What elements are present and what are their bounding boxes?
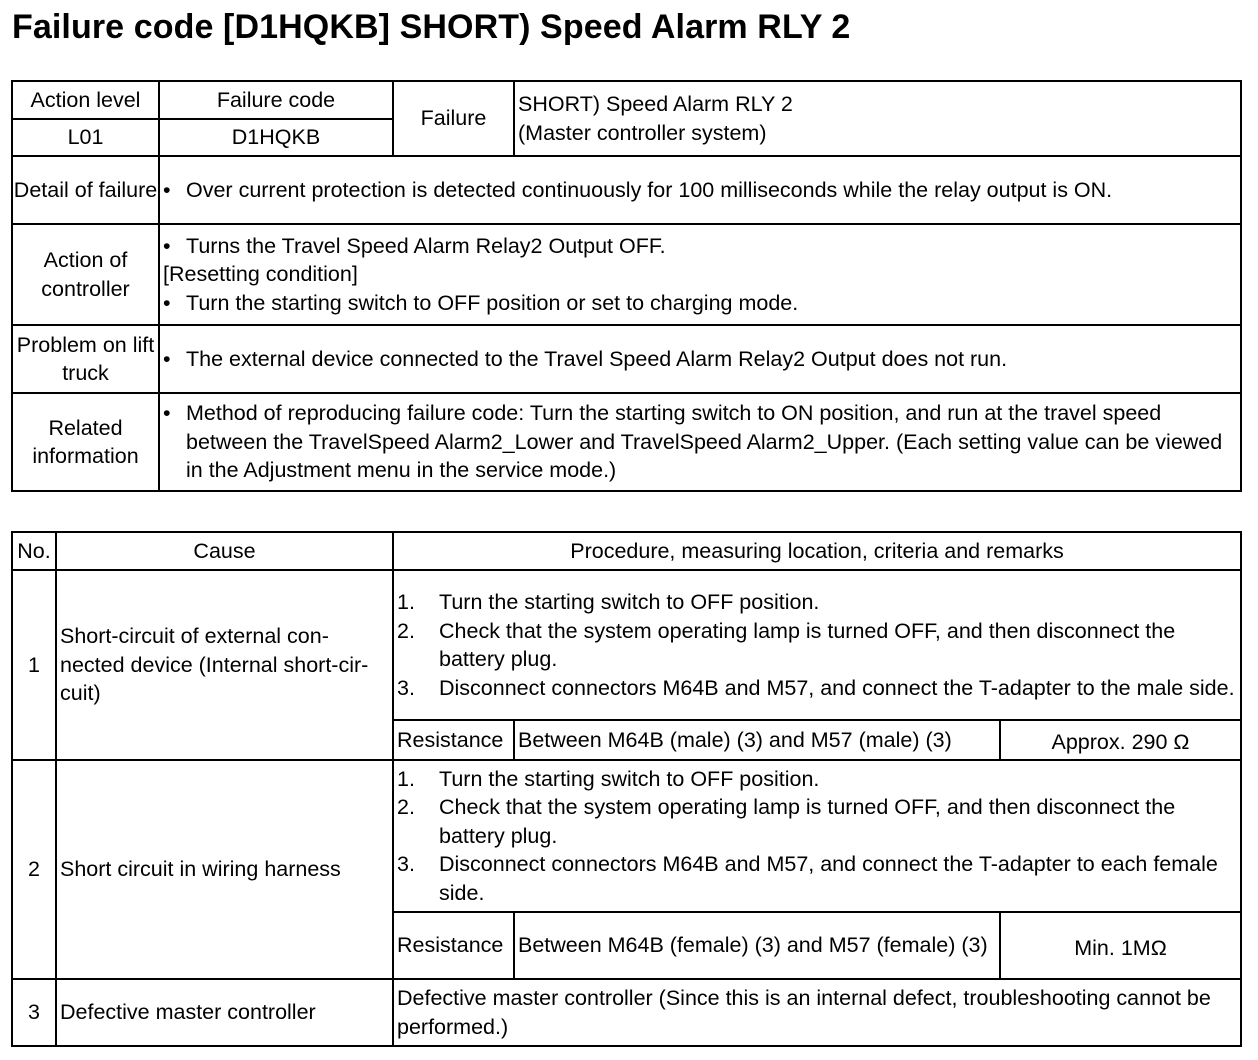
bullet: • [163,177,171,202]
header-cause: Cause [55,531,394,571]
failure-info-table: Action level Failure code Failure SHORT)… [11,80,1242,492]
cause-no: 1 [11,569,57,761]
measure-value: Min. 1MΩ [999,911,1242,980]
action-of-controller-label: Action of controller [11,223,160,326]
header-no: No. [11,531,57,571]
bullet: • [163,290,171,315]
measure-location: Between M64B (male) (3) and M57 (male) (… [513,719,1001,761]
measure-location: Between M64B (female) (3) and M57 (femal… [513,911,1001,980]
detail-of-failure-label: Detail of failure [11,155,160,225]
procedure-steps: 1. Turn the starting switch to OFF posit… [392,759,1242,913]
detail-of-failure-cell: • Over current protection is detected co… [158,155,1242,225]
procedure-step: 1. Turn the starting switch to OFF posit… [397,590,820,614]
cause-text: Defective master controller [55,978,394,1047]
action-of-controller-cell: • Turns the Travel Speed Alarm Relay2 Ou… [158,223,1242,326]
cause-no: 2 [11,759,57,980]
bullet: • [163,233,171,258]
procedure-step: 3. Disconnect connectors M64B and M57, a… [397,852,1218,905]
bullet: • [163,346,171,371]
measure-value: Approx. 290 Ω [999,719,1242,761]
page-title: Failure code [D1HQKB] SHORT) Speed Alarm… [12,8,851,46]
procedure-step: 2. Check that the system operating lamp … [397,618,1176,672]
cause-no: 3 [11,978,57,1047]
bullet: • [163,401,171,426]
detail-of-failure-text: Over current protection is detected cont… [186,177,1113,202]
problem-on-lift-truck-text: The external device connected to the Tra… [186,346,1008,371]
action-level-value: L01 [11,118,160,157]
procedure-step: 2. Check that the system operating lamp … [397,795,1176,848]
procedure-steps: 1. Turn the starting switch to OFF posit… [392,569,1242,721]
procedure-step: 1. Turn the starting switch to OFF posit… [397,766,820,791]
action-item-2: Turn the starting switch to OFF position… [186,290,799,315]
failure-name-line1: SHORT) Speed Alarm RLY 2 [518,92,793,116]
problem-on-lift-truck-cell: • The external device connected to the T… [158,324,1242,394]
failure-label: Failure [392,80,515,157]
cause-text: Short-circuit of external con-nected dev… [55,569,394,761]
problem-on-lift-truck-label: Problem on lift truck [11,324,160,394]
failure-code-value: D1HQKB [158,118,394,157]
procedure-remark: Defective master controller (Since this … [392,978,1242,1047]
measure-label: Resistance [392,911,515,980]
procedure-step: 3. Disconnect connectors M64B and M57, a… [397,675,1235,700]
cause-procedure-table: No. Cause Procedure, measuring location,… [11,531,1242,1047]
resetting-condition-label: [Resetting condition] [163,262,358,287]
related-information-text: Method of reproducing failure code: Turn… [186,401,1223,483]
failure-code-label: Failure code [158,80,394,120]
related-information-cell: • Method of reproducing failure code: Tu… [158,392,1242,492]
cause-text: Short circuit in wiring harness [55,759,394,980]
action-level-label: Action level [11,80,160,120]
related-information-label: Related information [11,392,160,492]
measure-label: Resistance [392,719,515,761]
action-item-1: Turns the Travel Speed Alarm Relay2 Outp… [186,233,666,258]
failure-name: SHORT) Speed Alarm RLY 2 (Master control… [513,80,1242,157]
header-procedure: Procedure, measuring location, criteria … [392,531,1242,571]
failure-name-line2: (Master controller system) [518,120,767,145]
